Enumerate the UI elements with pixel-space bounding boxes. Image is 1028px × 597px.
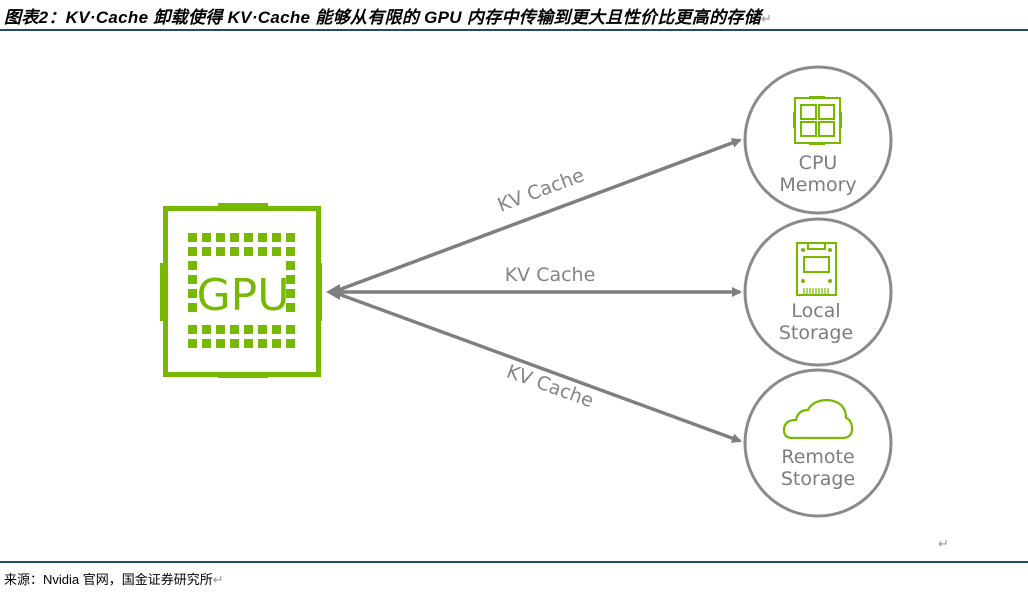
gpu-dot [258, 233, 267, 242]
cloud-icon [782, 398, 854, 440]
node-label-line1: CPU [799, 152, 838, 174]
gpu-dot [230, 339, 239, 348]
gpu-dot [286, 339, 295, 348]
gpu-dot [286, 325, 295, 334]
gpu-dot [230, 233, 239, 242]
figure-title-text: 图表2：KV·Cache 卸载使得 KV·Cache 能够从有限的 GPU 内存… [4, 8, 762, 27]
gpu-dot [216, 339, 225, 348]
edge-label-remote: KV Cache [504, 361, 597, 413]
node-label-line1: Local [791, 300, 840, 322]
paragraph-mark: ↵ [938, 537, 949, 552]
gpu-dot [216, 233, 225, 242]
gpu-dot [258, 247, 267, 256]
gpu-dot [188, 233, 197, 242]
gpu-dot [244, 339, 253, 348]
gpu-dot [188, 261, 197, 270]
paragraph-mark: ↵ [761, 11, 773, 26]
gpu-dot [202, 339, 211, 348]
edge-cpu-memory [332, 138, 742, 294]
ssd-drive-icon [796, 242, 837, 296]
gpu-dot [286, 261, 295, 270]
node-remote-storage: Remote Storage [743, 368, 893, 518]
gpu-arrow-head [326, 284, 340, 300]
gpu-dot [188, 275, 197, 284]
node-local-storage: Local Storage [743, 217, 893, 367]
node-label-line1: Remote [781, 446, 854, 468]
gpu-dot [272, 325, 281, 334]
edge-label-local: KV Cache [505, 264, 596, 286]
gpu-dot [230, 325, 239, 334]
gpu-dot [286, 233, 295, 242]
gpu-dot [286, 289, 295, 298]
gpu-dot [230, 247, 239, 256]
gpu-dot [202, 233, 211, 242]
gpu-dot [286, 247, 295, 256]
gpu-dot [188, 289, 197, 298]
gpu-dot [272, 247, 281, 256]
gpu-dot [188, 339, 197, 348]
gpu-dot [188, 325, 197, 334]
node-cpu-memory: CPU Memory [743, 65, 893, 215]
gpu-dot [188, 247, 197, 256]
edge-label-cpu: KV Cache [495, 164, 588, 216]
source-divider [0, 561, 1028, 563]
node-label-line2: Storage [779, 322, 853, 344]
gpu-dot [202, 325, 211, 334]
gpu-dot [244, 325, 253, 334]
gpu-dot [258, 325, 267, 334]
figure-title: 图表2：KV·Cache 卸载使得 KV·Cache 能够从有限的 GPU 内存… [4, 3, 772, 28]
gpu-label: GPU [197, 270, 290, 321]
gpu-dot [216, 247, 225, 256]
gpu-dot [244, 247, 253, 256]
figure-source: 来源：Nvidia 官网，国金证券研究所↵ [4, 569, 224, 588]
gpu-dot [286, 303, 295, 312]
gpu-chip-icon: GPU [160, 203, 322, 378]
node-label-line2: Storage [781, 468, 855, 490]
node-label-line2: Memory [779, 174, 856, 196]
cpu-chip-icon [793, 96, 842, 145]
gpu-dot [244, 233, 253, 242]
paragraph-mark: ↵ [212, 572, 224, 587]
gpu-dot [272, 339, 281, 348]
gpu-dot [286, 275, 295, 284]
edge-remote-storage [332, 290, 742, 443]
gpu-dot [272, 233, 281, 242]
source-text: 来源：Nvidia 官网，国金证券研究所 [4, 572, 213, 587]
gpu-dot [258, 339, 267, 348]
gpu-dot [202, 247, 211, 256]
gpu-dot [216, 325, 225, 334]
gpu-dot [188, 303, 197, 312]
title-divider [0, 29, 1028, 31]
